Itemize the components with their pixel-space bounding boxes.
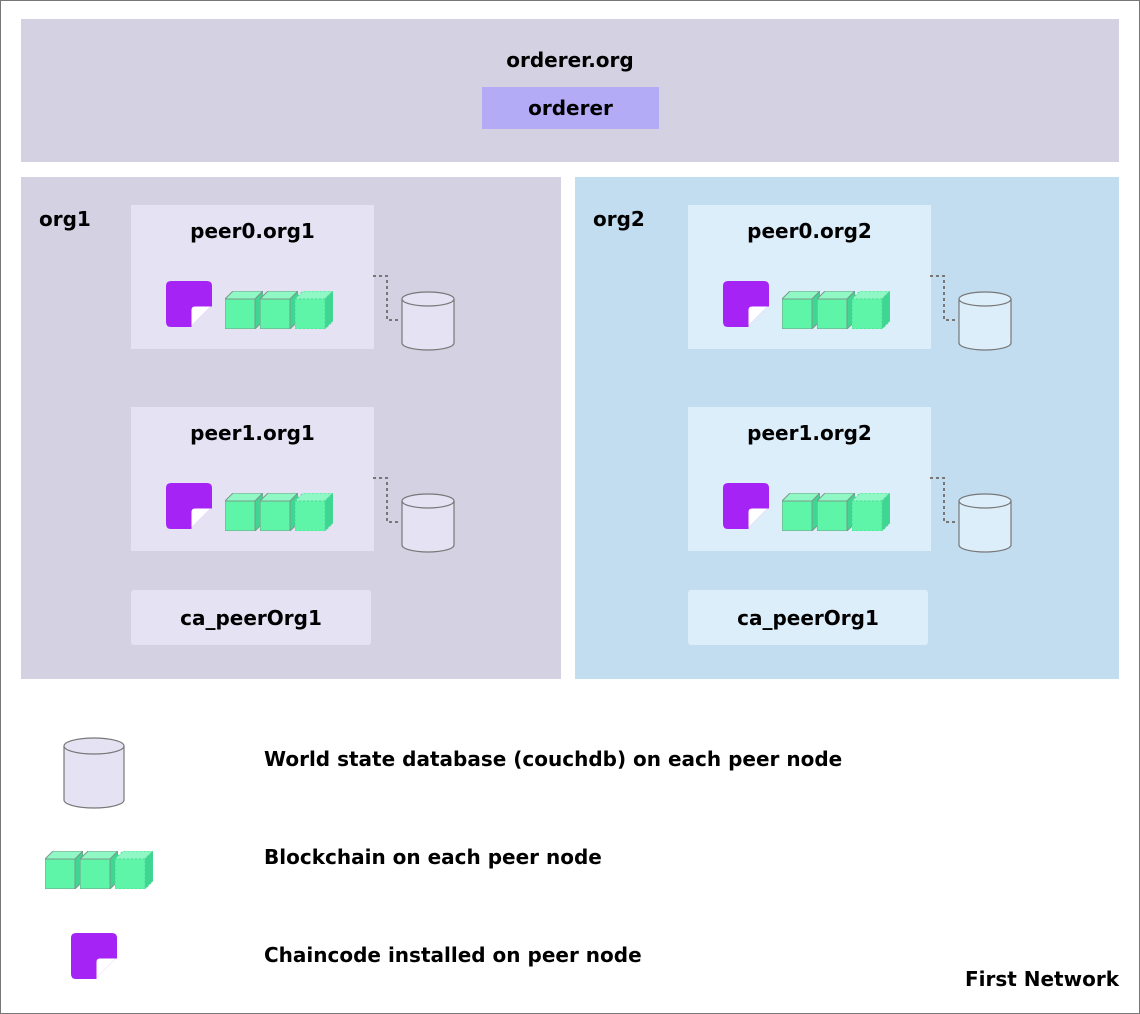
orderer-node: orderer (482, 87, 659, 129)
org1-label: org1 (39, 207, 91, 231)
blockchain-icon (225, 291, 333, 329)
database-icon (373, 275, 455, 351)
blockchain-icon (782, 291, 890, 329)
org1-region: org1 peer0.org1 peer1.org1 (21, 177, 561, 679)
chaincode-icon (166, 281, 212, 327)
legend-database-text: World state database (couchdb) on each p… (264, 747, 843, 771)
peer0-org1-node: peer0.org1 (131, 205, 374, 349)
database-icon (63, 737, 125, 809)
blockchain-icon (45, 851, 153, 889)
ca-label: ca_peerOrg1 (737, 605, 879, 630)
orderer-org-label: orderer.org (506, 48, 634, 72)
peer1-org1-node: peer1.org1 (131, 407, 374, 551)
diagram-caption: First Network (964, 967, 1119, 991)
chaincode-icon (166, 483, 212, 529)
legend-blockchain-text: Blockchain on each peer node (264, 845, 602, 869)
ca-label: ca_peerOrg1 (180, 605, 322, 630)
org2-label: org2 (593, 207, 645, 231)
database-icon (930, 275, 1012, 351)
chaincode-icon (723, 483, 769, 529)
peer-label: peer1.org2 (747, 421, 872, 445)
legend: World state database (couchdb) on each p… (1, 701, 1139, 1001)
chaincode-icon (723, 281, 769, 327)
ca-node: ca_peerOrg1 (131, 590, 371, 645)
blockchain-icon (782, 493, 890, 531)
peer-label: peer0.org1 (190, 219, 315, 243)
database-icon (930, 477, 1012, 553)
orderer-org-region: orderer.org orderer (21, 19, 1119, 162)
org2-region: org2 peer0.org2 peer1.org2 (575, 177, 1119, 679)
peer-label: peer1.org1 (190, 421, 315, 445)
blockchain-icon (225, 493, 333, 531)
peer1-org2-node: peer1.org2 (688, 407, 931, 551)
legend-chaincode-text: Chaincode installed on peer node (264, 943, 642, 967)
database-icon (373, 477, 455, 553)
orderer-node-label: orderer (528, 96, 613, 120)
ca-node: ca_peerOrg1 (688, 590, 928, 645)
peer0-org2-node: peer0.org2 (688, 205, 931, 349)
peer-label: peer0.org2 (747, 219, 872, 243)
chaincode-icon (71, 933, 117, 979)
